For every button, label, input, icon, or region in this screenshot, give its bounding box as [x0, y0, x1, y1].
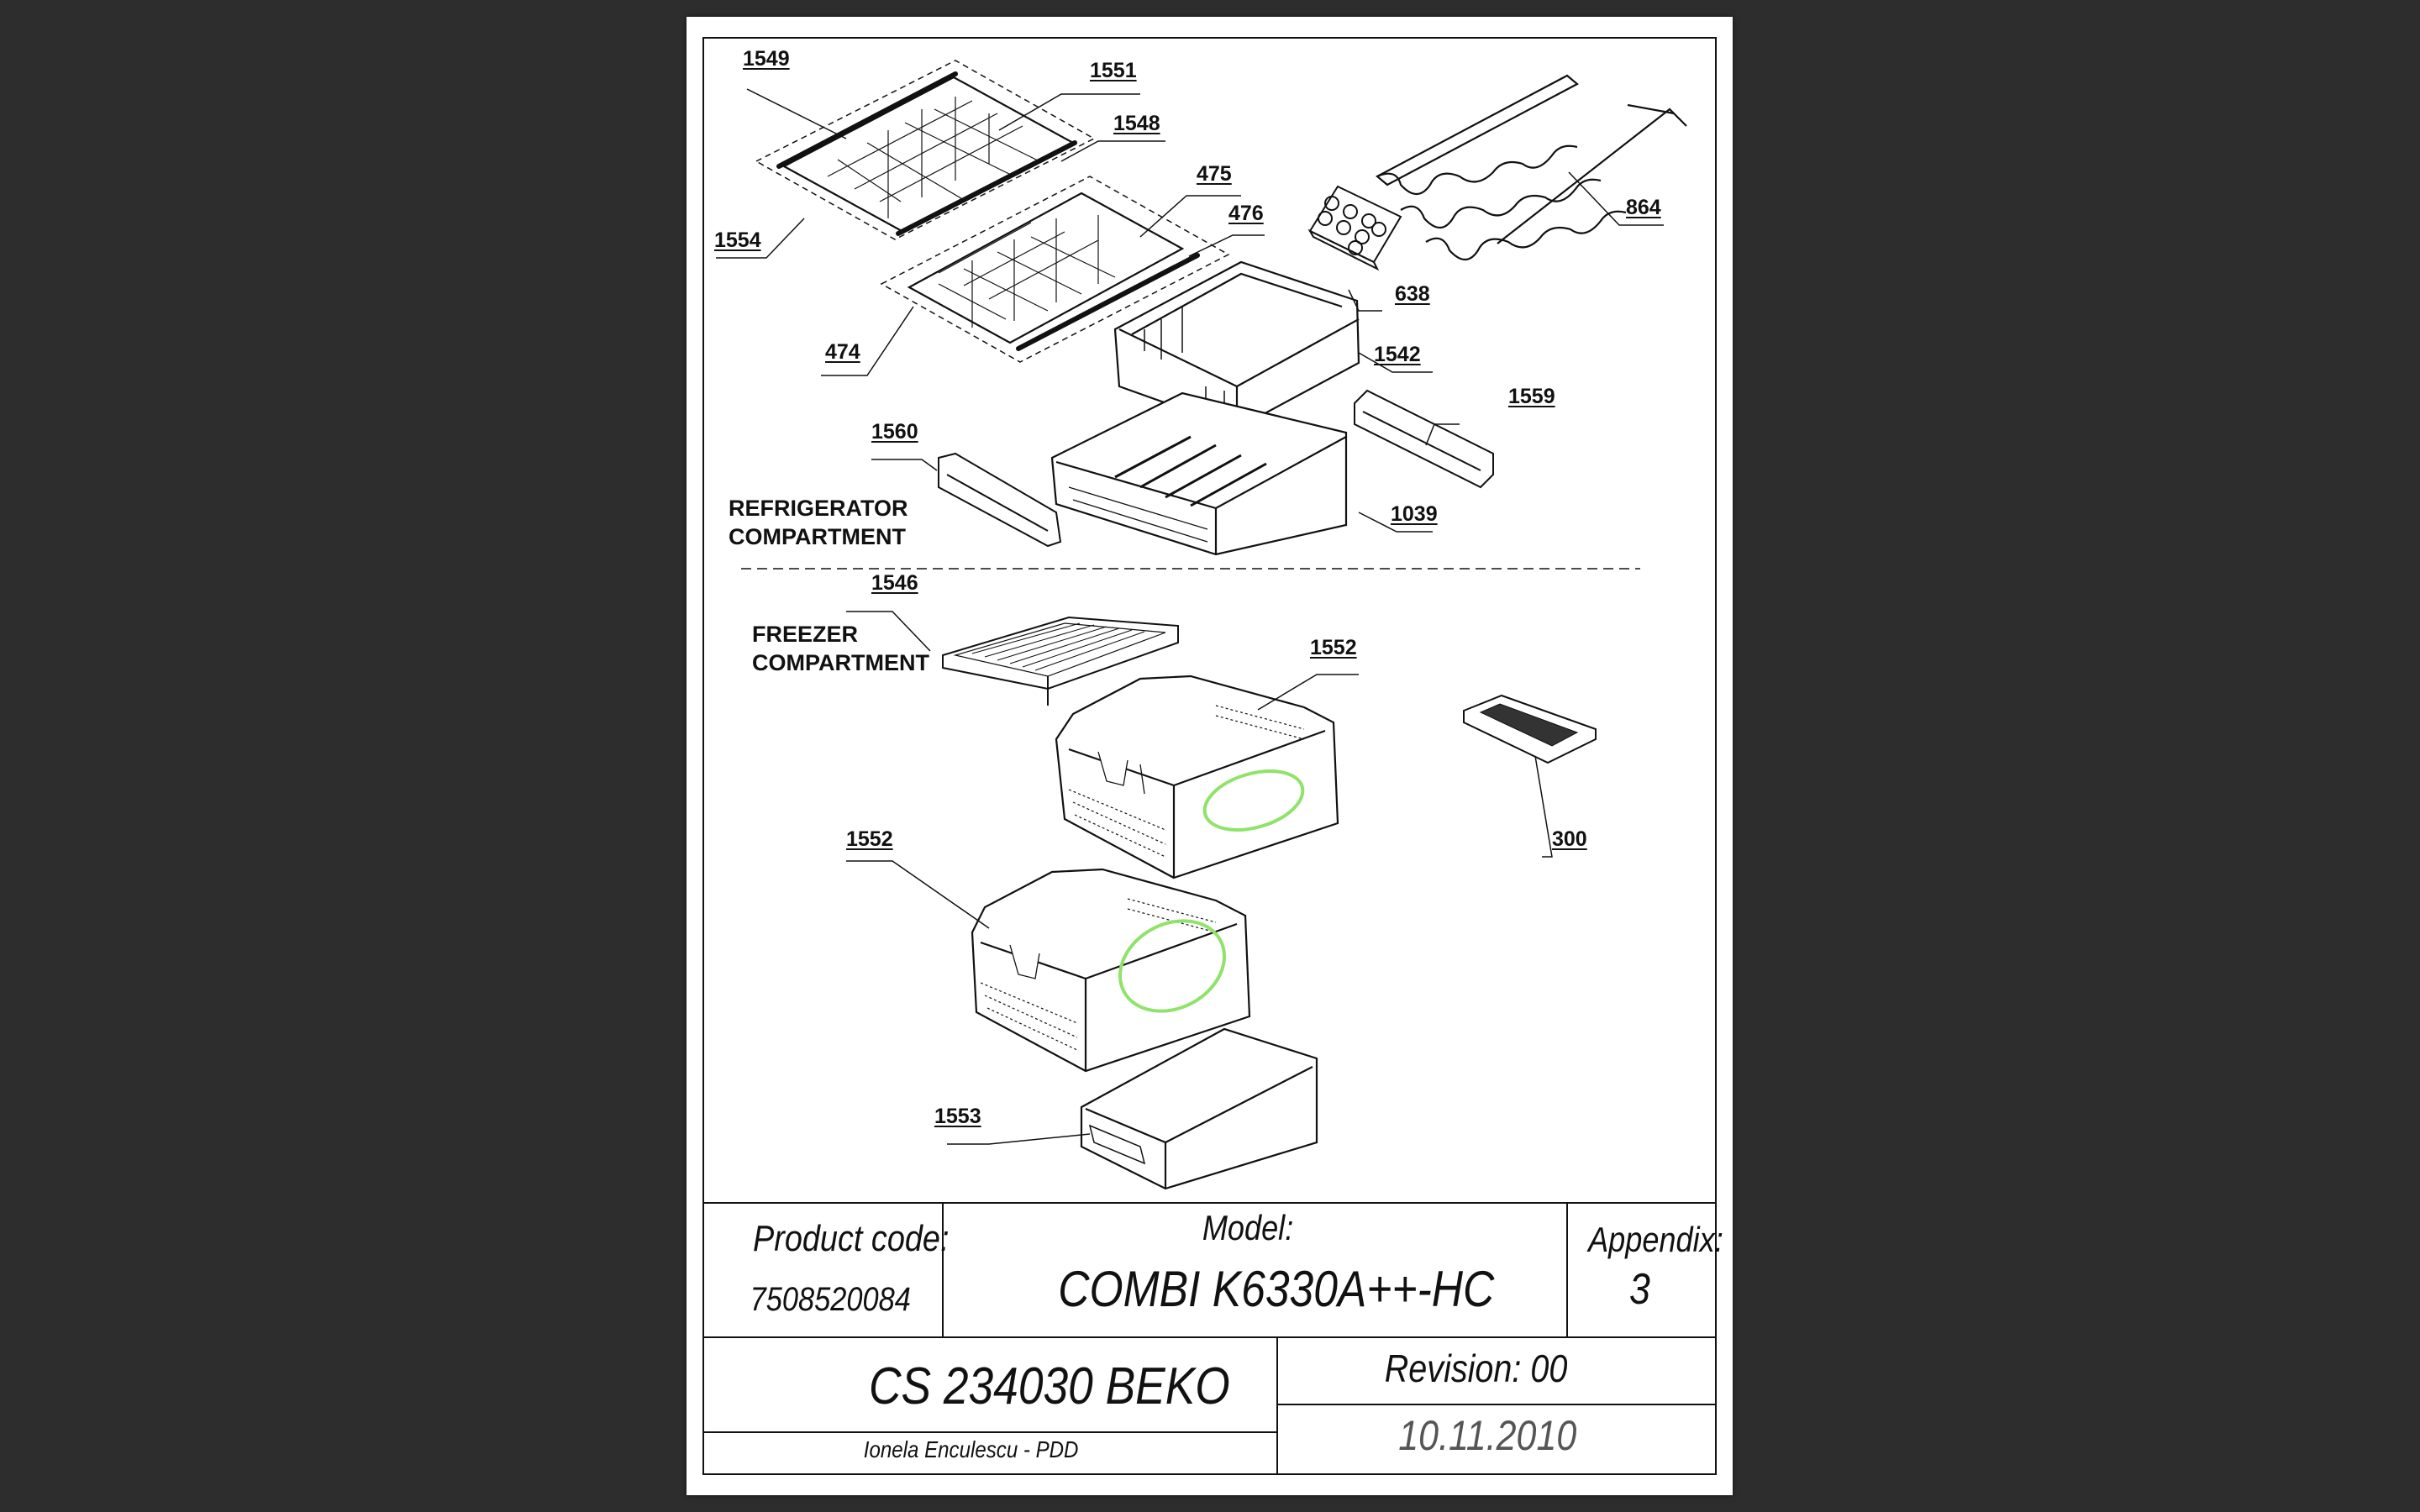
freezer-section-title: FREEZER COMPARTMENT: [752, 620, 929, 677]
part-label-300: 300: [1552, 827, 1587, 851]
model-value: COMBI K6330A++-HC: [1058, 1261, 1495, 1317]
part-label-1559: 1559: [1508, 385, 1555, 408]
product-code-value: 7508520084: [750, 1281, 911, 1318]
section-title-line: REFRIGERATOR: [729, 496, 908, 521]
ice-tray: [1463, 694, 1597, 764]
exploded-view-drawing: [702, 37, 1717, 1475]
parts-drawing-sheet: 1549 1551 1548 1554 475 476 474 638 864 …: [687, 17, 1733, 1495]
section-title-line: FREEZER: [752, 622, 859, 647]
part-label-476: 476: [1228, 202, 1264, 225]
part-label-1549: 1549: [743, 47, 790, 71]
appendix-value: 3: [1629, 1265, 1650, 1314]
section-title-line: COMPARTMENT: [752, 650, 929, 675]
crisper-drawer-1039: [1050, 391, 1348, 556]
freezer-shelf-1546: [942, 616, 1179, 706]
product-code-label: Product code:: [753, 1218, 950, 1259]
freezer-basket-1553: [1080, 1027, 1318, 1190]
revision-date: 10.11.2010: [1398, 1412, 1577, 1459]
refrigerator-section-title: REFRIGERATOR COMPARTMENT: [729, 494, 908, 551]
highlight-ellipse-upper: [1202, 769, 1305, 832]
title-block-grid: [703, 1202, 1716, 1474]
freezer-basket-upper: [1055, 675, 1339, 879]
author: Ionela Enculescu - PDD: [863, 1436, 1079, 1462]
leader-lines: [716, 88, 1664, 1145]
glass-shelf-upper: [755, 60, 1096, 240]
glass-shelf-lower: [880, 176, 1230, 363]
revision: Revision: 00: [1384, 1347, 1568, 1390]
part-label-474: 474: [825, 340, 860, 364]
part-label-1552-lower: 1552: [846, 827, 893, 851]
part-label-1560: 1560: [871, 420, 918, 444]
rail-1559: [1354, 389, 1494, 489]
drawing-frame: [702, 37, 1717, 1475]
model-label: Model:: [1202, 1208, 1294, 1247]
egg-tray: [1307, 185, 1402, 271]
part-label-638: 638: [1395, 282, 1430, 306]
part-label-1548: 1548: [1113, 112, 1160, 135]
appendix-label: Appendix:: [1588, 1220, 1723, 1259]
highlight-ellipse-lower: [1118, 919, 1227, 1013]
section-title-line: COMPARTMENT: [729, 524, 906, 549]
part-label-1542: 1542: [1374, 343, 1421, 366]
part-label-1039: 1039: [1391, 502, 1438, 526]
part-label-1551: 1551: [1090, 59, 1137, 82]
rail-1560: [938, 452, 1062, 548]
part-label-475: 475: [1197, 162, 1232, 186]
wine-rack: [1376, 74, 1687, 261]
part-label-864: 864: [1626, 196, 1661, 219]
part-label-1553: 1553: [934, 1105, 981, 1128]
document-number: CS 234030 BEKO: [868, 1357, 1230, 1415]
part-label-1554: 1554: [714, 228, 761, 252]
part-label-1546: 1546: [871, 571, 918, 595]
part-label-1552-upper: 1552: [1310, 636, 1357, 659]
crisper-box-1542: [1113, 260, 1360, 430]
